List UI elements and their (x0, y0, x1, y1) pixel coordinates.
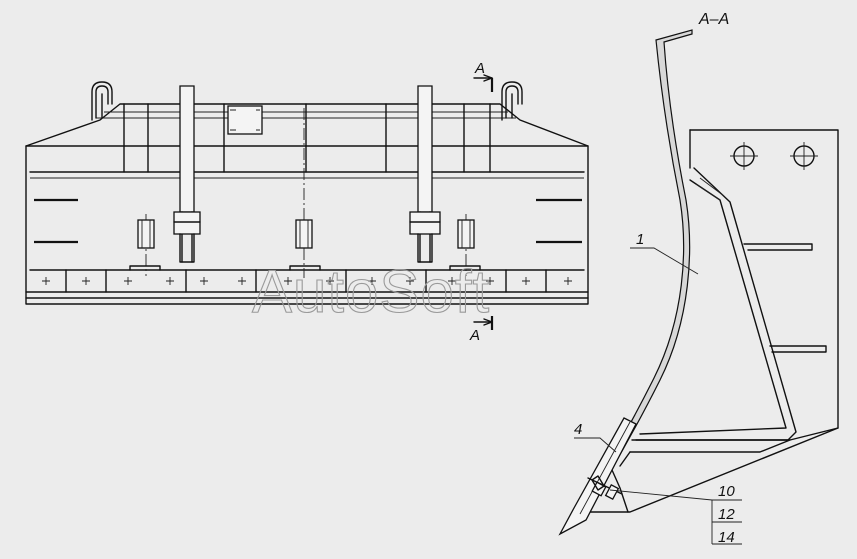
part-label-14: 14 (718, 529, 735, 546)
cut-marker-top: A (474, 60, 485, 77)
cut-marker-bottom: A (469, 327, 480, 344)
part-label-10: 10 (718, 483, 735, 500)
section-title: A–A (698, 11, 729, 28)
watermark: AutoSoft (252, 258, 490, 325)
blade-front-view (25, 81, 589, 305)
part-label-4: 4 (574, 421, 582, 438)
section-a-a-view (558, 29, 839, 536)
part-label-1: 1 (636, 231, 644, 248)
leaders (574, 247, 742, 545)
section-cut-line (473, 74, 494, 330)
part-label-12: 12 (718, 506, 735, 523)
